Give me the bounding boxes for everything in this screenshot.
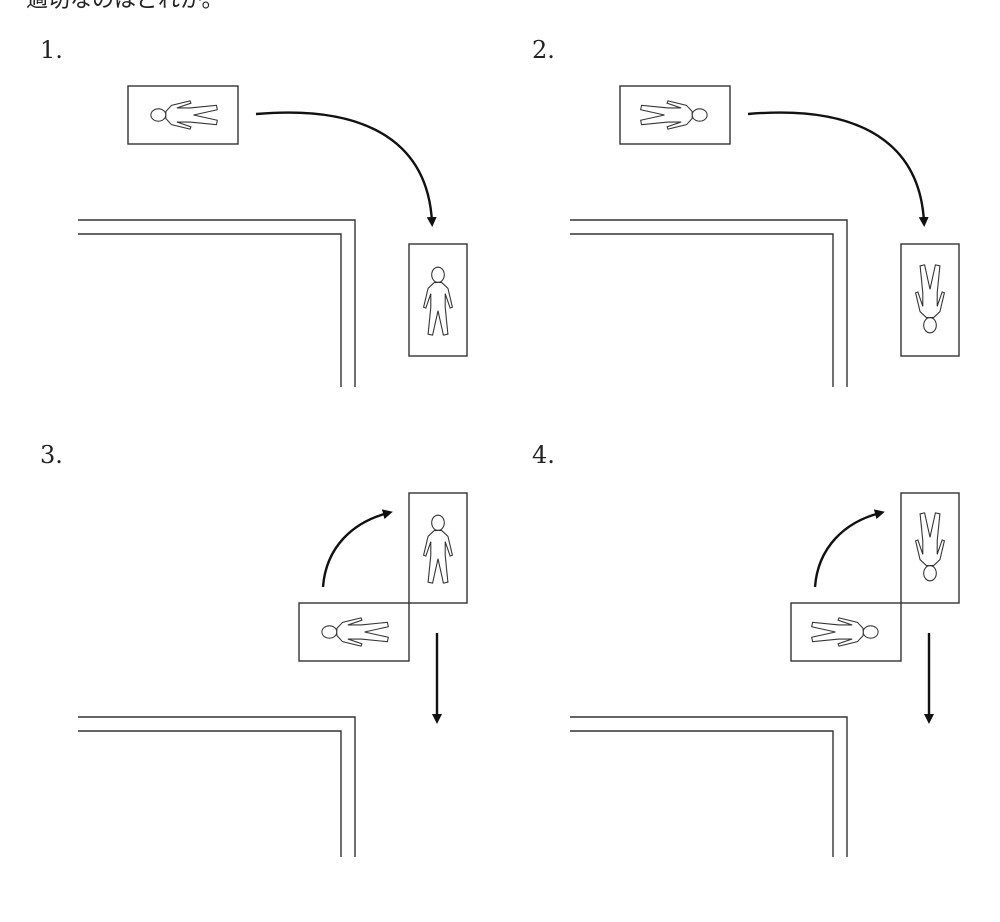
bed-corner [78, 219, 356, 387]
person-lying-head-right [790, 602, 902, 662]
curved-arrow [255, 111, 437, 227]
person-lying-head-left [127, 85, 239, 145]
person-lying-head-right [619, 85, 731, 145]
person-standing-head-down [900, 492, 960, 604]
option-2-label: 2. [532, 36, 555, 64]
option-3-panel[interactable]: 3. [28, 437, 528, 857]
option-4-label: 4. [532, 441, 555, 469]
option-3-label: 3. [40, 441, 63, 469]
person-standing-head-up [408, 492, 468, 604]
person-standing-head-up [408, 243, 468, 357]
bed-corner [570, 219, 848, 387]
option-2-panel[interactable]: 2. [520, 32, 1000, 452]
curved-arrow [321, 509, 393, 588]
bed-corner [570, 716, 848, 857]
person-lying-head-left [298, 602, 410, 662]
option-3-diagram [78, 492, 468, 857]
curved-arrow [813, 509, 885, 588]
person-standing-head-down [900, 243, 960, 357]
question-text: 適切なのはどれか。 [26, 0, 224, 13]
option-4-diagram [570, 492, 960, 857]
option-2-diagram [570, 85, 960, 387]
option-1-label: 1. [40, 36, 63, 64]
bed-corner [78, 716, 356, 857]
option-1-panel[interactable]: 1. [28, 32, 528, 452]
option-4-panel[interactable]: 4. [520, 437, 1000, 857]
option-1-diagram [78, 85, 468, 387]
curved-arrow [747, 111, 929, 227]
